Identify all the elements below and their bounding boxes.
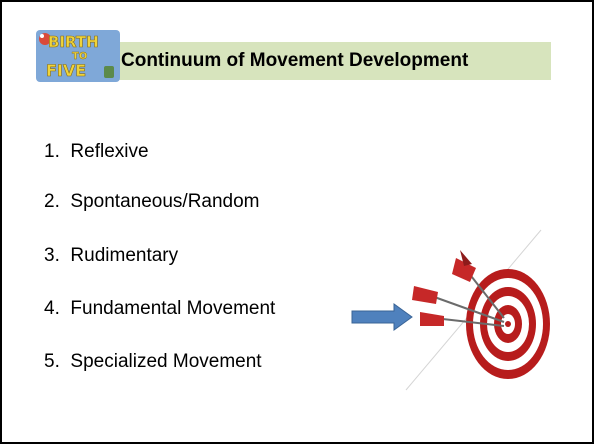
list-label: Rudimentary: [70, 245, 179, 266]
slide-title: Continuum of Movement Development: [121, 50, 469, 71]
list-number: 4.: [44, 298, 60, 319]
list-label: Fundamental Movement: [70, 298, 276, 319]
list-item-2: 2. Spontaneous/Random: [44, 191, 260, 213]
title-bar: Continuum of Movement Development: [40, 42, 551, 80]
right-arrow-icon: [351, 303, 413, 331]
list-number: 2.: [44, 191, 60, 212]
list-item-5: 5. Specialized Movement: [44, 351, 262, 373]
bullseye-with-darts-icon: [405, 229, 550, 391]
list-item-4: 4. Fundamental Movement: [44, 298, 275, 320]
list-number: 1.: [44, 141, 60, 162]
list-label: Specialized Movement: [70, 351, 262, 372]
list-label: Spontaneous/Random: [70, 191, 260, 212]
logo-text-line2: TO: [72, 51, 87, 62]
list-number: 5.: [44, 351, 60, 372]
logo-text-line1: BIRTH: [48, 33, 99, 51]
list-number: 3.: [44, 245, 60, 266]
list-label: Reflexive: [70, 141, 149, 162]
birth-to-five-logo: BIRTH TO FIVE: [36, 30, 120, 82]
list-item-3: 3. Rudimentary: [44, 245, 178, 267]
logo-text-line3: FIVE: [46, 61, 86, 80]
list-item-1: 1. Reflexive: [44, 141, 149, 163]
